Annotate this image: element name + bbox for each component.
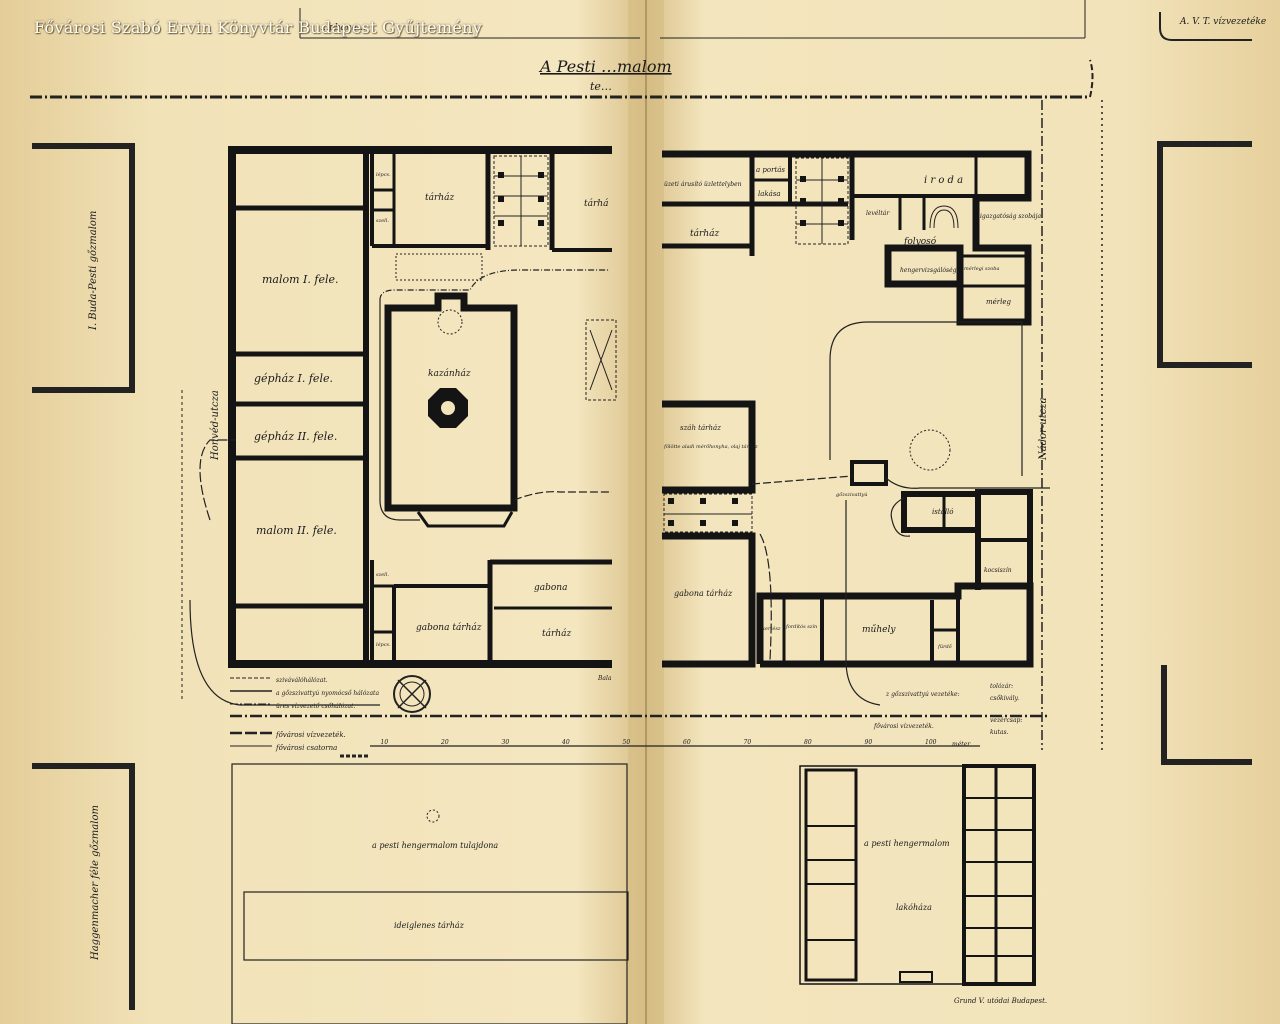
- vt-water-curve: [1089, 59, 1094, 98]
- upper-left-mill-outline: [32, 143, 135, 393]
- room-gabona-tarhaz: gabona tárház: [416, 622, 482, 633]
- compass-rose: [393, 675, 431, 713]
- legend-item-5: fővárosi csatorna: [275, 743, 337, 752]
- room-furdo: fürdő: [937, 643, 953, 650]
- lower-left-mill-label: Haggenmacher féle gőzmalom: [90, 805, 101, 961]
- room-malom-1: malom I. fele.: [262, 273, 339, 286]
- room-lakasa: lakása: [758, 190, 781, 198]
- room-igazgatosag: igazgatóság szobája: [980, 213, 1041, 220]
- upper-left-mill-label: I. Buda-Pesti gőzmalom: [88, 211, 99, 331]
- nador-street-label: Nádor-utcza: [1038, 397, 1049, 461]
- right-stair-grid: [663, 157, 959, 533]
- room-szab-sub: fölötte aladi mérőhonyha, olaj tárház: [663, 443, 758, 450]
- right-building-walls: [662, 150, 1034, 668]
- room-tarhaz-2: tárhá: [584, 198, 608, 209]
- pipe-routes-left: [189, 269, 612, 706]
- pillars-left: [498, 172, 544, 226]
- legend-r3: fővárosi vízvezeték.: [873, 723, 934, 730]
- room-hengervizsgalo: hengervizsgálóség: [900, 267, 957, 274]
- library-watermark: Fővárosi Szabó Ervin Könyvtár Budapest G…: [34, 18, 483, 37]
- scale-tick-label: 80: [804, 739, 812, 746]
- legend-item-3: üres vízvezető csőhálózat.: [276, 703, 355, 710]
- courtyard-outline: [829, 321, 1023, 476]
- room-kazanhaz: kazánház: [428, 368, 471, 379]
- map-title: A Pesti …malom: [538, 57, 672, 76]
- legend-item-4: fővárosi vízvezeték.: [275, 730, 346, 739]
- legend-r1b: csőkivály.: [990, 695, 1019, 702]
- legend-lines: [230, 677, 1050, 758]
- printer-imprint: Grund V. utódai Budapest.: [954, 997, 1047, 1005]
- scale-tick-label: 90: [865, 739, 873, 746]
- room-gephaz-1: gépház I. fele.: [254, 372, 333, 385]
- honved-street-label: Honvéd-utcza: [210, 390, 221, 461]
- scale-tick-label: 60: [683, 739, 691, 746]
- housing-line-2: lakóháza: [896, 903, 932, 912]
- scale-tick-label: 100: [925, 739, 937, 746]
- room-muhely: műhely: [862, 624, 896, 635]
- well-right: [909, 429, 951, 471]
- lower-right-block-outline: [1161, 665, 1252, 765]
- room-gabona: gabona: [534, 583, 567, 593]
- housing-building: [799, 764, 1036, 986]
- room-kertesz: kertész: [762, 625, 781, 632]
- room-a-portas: a portás: [756, 166, 785, 174]
- room-kocsiszin: kocsiszín: [984, 567, 1012, 574]
- scale-tick-label: 50: [623, 739, 631, 746]
- well-left: [437, 309, 463, 335]
- left-building-walls: [228, 146, 612, 668]
- scale-ticks: 10 20 30 40 50 60 70 80 90 100: [381, 739, 937, 746]
- top-left-street: …pbana-…: [320, 23, 369, 33]
- scale-tick-label: 20: [440, 739, 449, 746]
- room-lepcso-2: lépcs.: [376, 641, 391, 648]
- vt-water-corner: [1159, 12, 1252, 41]
- room-folyoso: folyosó: [903, 236, 937, 247]
- vt-water-label: A. V. T. vízvezetéke: [1179, 16, 1266, 27]
- chimney-flue: [441, 401, 455, 415]
- room-tarhaz-1: tárház: [425, 192, 454, 203]
- legend-bala: Bala: [597, 675, 612, 682]
- scale-tick-label: 10: [381, 739, 389, 746]
- room-merleg: mérleg: [986, 298, 1012, 306]
- room-malom-2: malom II. fele.: [256, 524, 337, 537]
- room-szab-tarhaz: száh tárház: [680, 424, 721, 432]
- room-tarhaz-3: tárház: [690, 228, 719, 239]
- scale-tick-label: 30: [502, 739, 510, 746]
- upper-right-block-outline: [1157, 141, 1252, 368]
- legend-item-1: sziváválóhálózat.: [276, 677, 328, 684]
- room-leveltar: levéltár: [866, 210, 890, 217]
- room-fordito-szin: fordítós szín: [785, 623, 817, 630]
- room-szell-2: szell.: [376, 572, 389, 578]
- bottom-lots: [231, 763, 629, 1024]
- housing-line-1: a pesti hengermalom: [864, 839, 950, 848]
- room-merleg-szoba: mérlegi szoba: [964, 265, 999, 272]
- room-istallo: istálló: [932, 508, 954, 516]
- legend-r4b: kutas.: [990, 729, 1009, 736]
- room-gephaz-2: gépház II. fele.: [254, 430, 337, 443]
- room-szell-1: szell.: [376, 218, 389, 224]
- room-lepcso-1: lépcs.: [376, 171, 391, 178]
- room-iroda: i r o d a: [924, 175, 963, 186]
- room-tarhaz-4: tárház: [542, 628, 571, 639]
- lot-temp-store: ideiglenes tárház: [394, 921, 465, 930]
- pipe-routes-right: [751, 475, 1050, 706]
- scale-unit: méter: [952, 741, 971, 748]
- room-gabona-tarhaz-2: gabona tárház: [674, 589, 733, 598]
- legend-item-2: a gőzszivattyú nyomócső hálózata: [276, 690, 379, 697]
- room-uzeti-arusito: üzeti árusító üzlettelyben: [664, 181, 742, 188]
- map-title-sub: te…: [590, 80, 612, 93]
- scale-tick-label: 70: [744, 739, 752, 746]
- pump-label: gőzszivattyú: [836, 491, 868, 498]
- scale-tick-label: 40: [561, 739, 570, 746]
- pillars-right: [668, 176, 844, 526]
- legend-r1: tolózár:: [990, 683, 1013, 690]
- legend-r4: vezércsap:: [990, 717, 1022, 724]
- lot-property: a pesti hengermalom tulajdona: [372, 841, 498, 850]
- legend-r2: z gőzszivattyú vezetéke:: [885, 691, 960, 698]
- lower-left-mill-outline: [32, 763, 135, 1010]
